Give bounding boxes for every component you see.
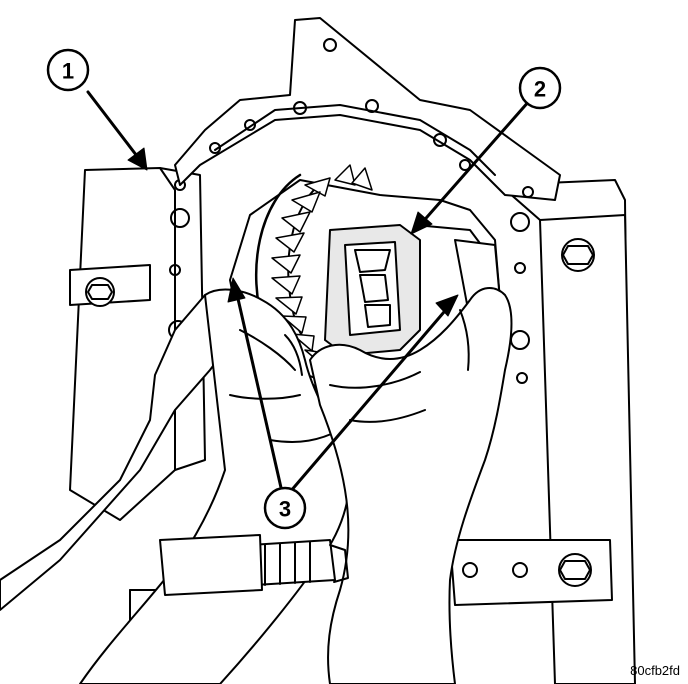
- lower-stud-bolt: [159, 534, 349, 596]
- right-stand-leg: [449, 179, 636, 684]
- callout-label-1: 1: [62, 59, 74, 84]
- left-leg-bolt-icon: [85, 277, 115, 307]
- callout-label-2: 2: [534, 77, 546, 102]
- leader-arrows: [86, 90, 532, 494]
- callout-circle-1: [46, 48, 90, 92]
- left-hand: [0, 288, 351, 684]
- leader-1: [86, 90, 142, 162]
- arrowhead-3b-icon: [435, 294, 459, 317]
- callout-circle-3: [263, 486, 307, 530]
- figure-code: 80cfb2fd: [630, 663, 680, 678]
- callout-circle-2: [518, 66, 562, 110]
- leader-2: [418, 98, 532, 227]
- axle-housing-flange: [174, 17, 561, 201]
- arrowhead-2-icon: [410, 211, 433, 235]
- arrowhead-1-icon: [127, 147, 148, 171]
- leader-3a: [234, 288, 284, 494]
- leader-3b: [288, 303, 452, 494]
- arrowhead-3a-icon: [227, 277, 246, 303]
- ring-gear: [254, 164, 373, 400]
- callout-circles: [46, 48, 562, 530]
- callout-label-3: 3: [279, 497, 291, 522]
- lower-right-bolt-icon: [558, 553, 592, 587]
- right-leg-bolt-icon: [561, 238, 595, 272]
- arrowheads: [127, 147, 459, 317]
